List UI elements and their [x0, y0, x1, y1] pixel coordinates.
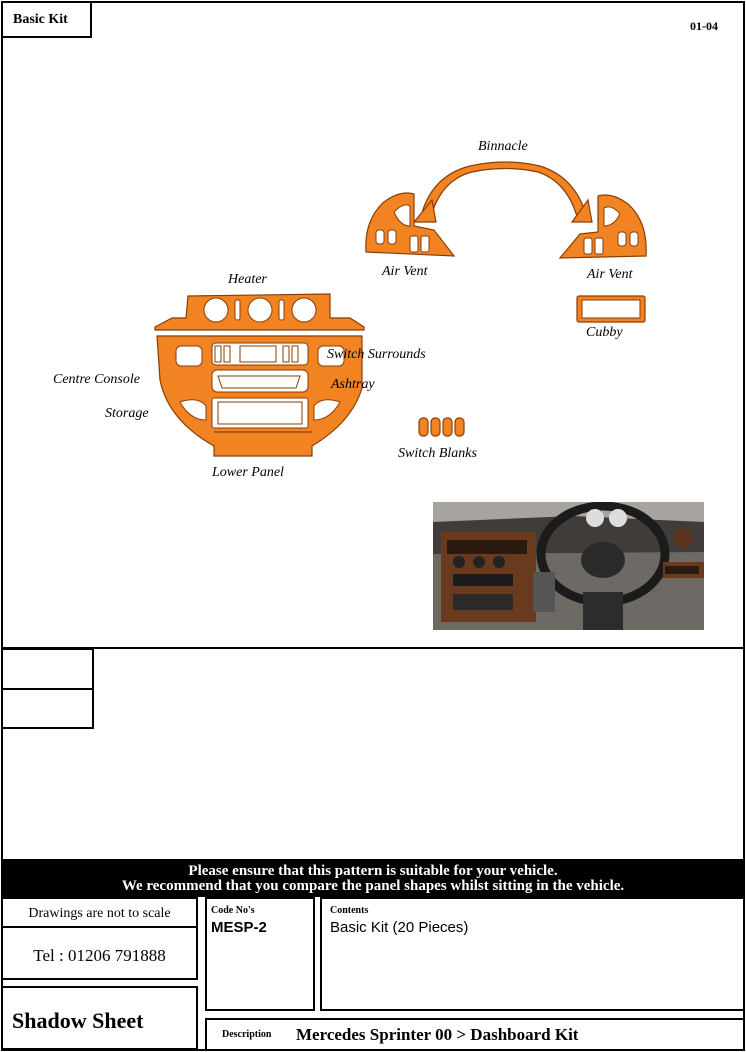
- sheet-title-box: Shadow Sheet: [1, 986, 198, 1050]
- centre-console-part: [156, 335, 363, 457]
- centre-console-label: Centre Console: [53, 372, 140, 387]
- cubby-label: Cubby: [586, 325, 623, 340]
- contents-value: Basic Kit (20 Pieces): [330, 919, 469, 936]
- warning-line-2: We recommend that you compare the panel …: [121, 878, 625, 894]
- lower-panel-label: Lower Panel: [212, 465, 284, 480]
- heater-label: Heater: [228, 272, 267, 287]
- air-vent-right-label: Air Vent: [587, 267, 633, 282]
- dashboard-photo: [433, 502, 704, 630]
- switch-blanks-label: Switch Blanks: [398, 446, 477, 461]
- description-label: Description: [222, 1029, 272, 1040]
- telephone: Tel : 01206 791888: [33, 946, 166, 965]
- scale-note: Drawings are not to scale: [28, 906, 171, 921]
- blank-box-1: [1, 648, 94, 690]
- kit-label: Basic Kit: [13, 12, 68, 27]
- heater-part: [154, 293, 365, 331]
- storage-part: [211, 397, 309, 429]
- contents-box: Contents Basic Kit (20 Pieces): [320, 897, 745, 1011]
- scale-note-box: Drawings are not to scale: [1, 897, 198, 928]
- air-vent-left-part: [365, 192, 456, 257]
- description-box: Description Mercedes Sprinter 00 > Dashb…: [205, 1018, 745, 1051]
- warning-banner: Please ensure that this pattern is suita…: [3, 859, 743, 897]
- contents-label: Contents: [330, 905, 369, 916]
- storage-label: Storage: [105, 406, 149, 421]
- binnacle-part: [412, 161, 593, 223]
- ashtray-label: Ashtray: [331, 377, 375, 392]
- sheet-number: 01-04: [690, 19, 718, 33]
- switch-surrounds-label: Switch Surrounds: [327, 347, 426, 362]
- ashtray-part: [211, 369, 309, 393]
- telephone-box: Tel : 01206 791888: [1, 926, 198, 980]
- code-value: MESP-2: [211, 919, 267, 936]
- sheet-title: Shadow Sheet: [12, 1008, 144, 1033]
- air-vent-right-part: [558, 194, 647, 259]
- code-label: Code No's: [211, 905, 255, 916]
- code-box: Code No's MESP-2: [205, 897, 315, 1011]
- section-divider: [3, 647, 743, 649]
- air-vent-left-label: Air Vent: [382, 264, 428, 279]
- pattern-drawing: [154, 161, 647, 457]
- kit-label-box: Basic Kit: [1, 1, 92, 38]
- switch-blanks-part: [418, 417, 465, 437]
- cubby-part: [576, 295, 646, 323]
- description-value: Mercedes Sprinter 00 > Dashboard Kit: [296, 1024, 579, 1044]
- switch-surrounds-part: [211, 342, 309, 366]
- warning-line-1: Please ensure that this pattern is suita…: [188, 863, 558, 879]
- binnacle-label: Binnacle: [478, 139, 528, 154]
- blank-box-2: [1, 688, 94, 729]
